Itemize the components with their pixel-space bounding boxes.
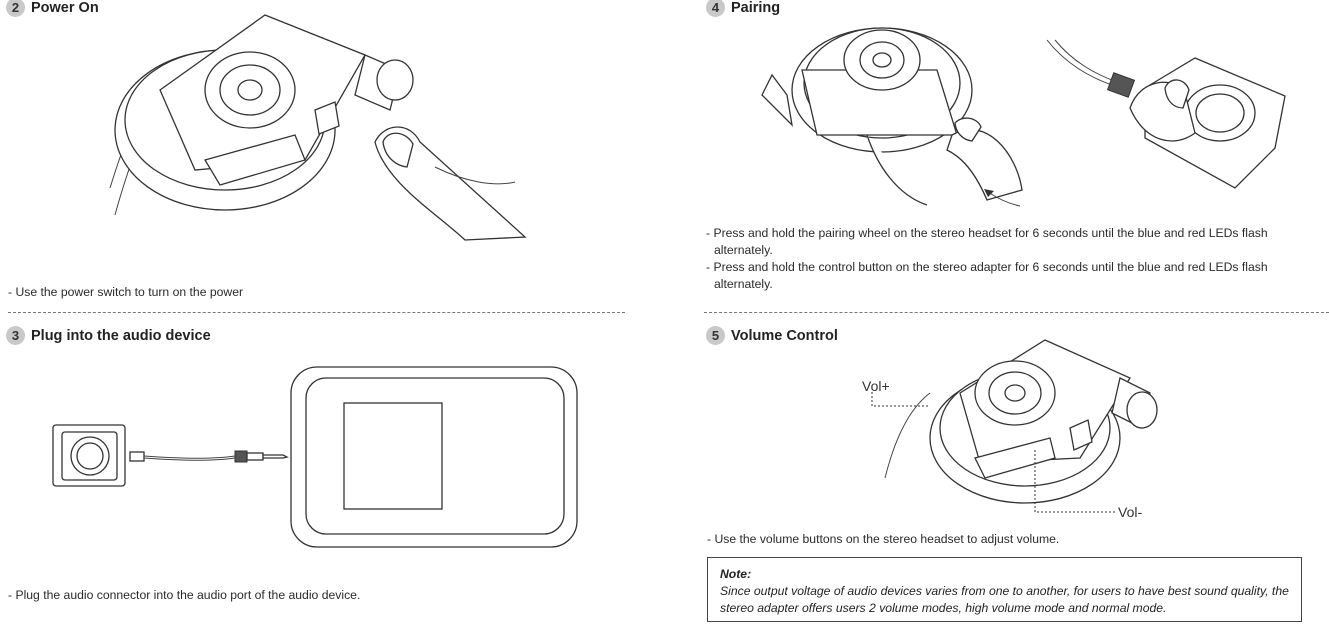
pairing-bullet: - Press and hold the control button on t… (706, 260, 1268, 291)
step-title: Volume Control (731, 327, 838, 344)
note-body: Since output voltage of audio devices va… (720, 584, 1289, 615)
vol-leader-lines (871, 392, 1115, 513)
adapter-illustration (52, 424, 126, 487)
finger-illustration (374, 126, 527, 241)
plug-instruction: - Plug the audio connector into the audi… (8, 588, 361, 602)
volume-instruction: - Use the volume buttons on the stereo h… (707, 532, 1060, 546)
step-number-badge: 2 (6, 0, 25, 17)
note-box: Note: Since output voltage of audio devi… (707, 557, 1302, 622)
section-divider (704, 312, 1329, 313)
step-title: Power On (31, 0, 99, 16)
step-title: Pairing (731, 0, 781, 16)
cable-illustration (129, 450, 289, 463)
step-power-on-header: 2 Power On (6, 0, 99, 17)
step-title: Plug into the audio device (31, 327, 211, 344)
headset-illustration (884, 339, 1158, 504)
headset-illustration (109, 14, 414, 216)
adapter-illustration (1046, 39, 1286, 189)
step-pairing-header: 4 Pairing (706, 0, 780, 17)
note-title: Note: (720, 567, 752, 581)
power-on-instruction: - Use the power switch to turn on the po… (8, 285, 244, 299)
step-number-badge: 5 (706, 326, 725, 345)
vol-minus-label: Vol- (1118, 504, 1143, 520)
vol-plus-label: Vol+ (862, 378, 890, 394)
pairing-bullet: - Press and hold the pairing wheel on th… (706, 226, 1268, 257)
audio-player-illustration (290, 366, 578, 548)
step-number-badge: 3 (6, 326, 25, 345)
section-divider (8, 312, 625, 313)
step-plug-header: 3 Plug into the audio device (6, 326, 211, 345)
step-volume-header: 5 Volume Control (706, 326, 838, 345)
step-number-badge: 4 (706, 0, 725, 17)
rotate-arrow-icon (984, 189, 1021, 207)
pairing-instructions: - Press and hold the pairing wheel on th… (706, 225, 1328, 293)
headset-illustration (761, 27, 1023, 206)
